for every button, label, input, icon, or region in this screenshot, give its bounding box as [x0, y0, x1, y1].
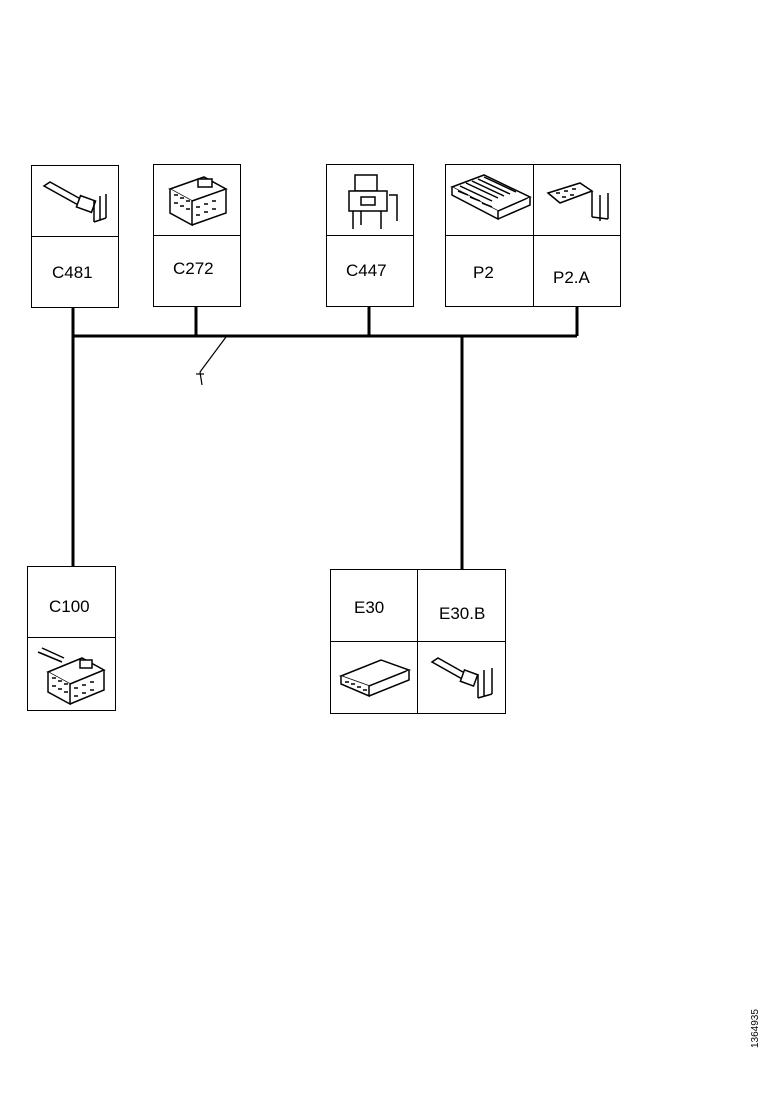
e30b-label-cell: E30.B	[418, 570, 505, 642]
e30-image-cell	[331, 642, 418, 713]
connector-e30b[interactable]: E30.B	[418, 570, 505, 713]
connector-clip-icon	[546, 182, 609, 221]
control-module-icon	[338, 659, 412, 698]
multi-pin-connector-icon	[168, 176, 228, 227]
p2-label: P2	[473, 263, 494, 282]
connector-p2-group[interactable]: P2 P2.A	[445, 164, 621, 307]
e30-label: E30	[354, 598, 385, 617]
connector-p2[interactable]: P2	[446, 165, 534, 306]
connector-p2a[interactable]: P2.A	[534, 165, 620, 306]
c100-image-cell	[28, 638, 115, 710]
bracket-connector-icon	[348, 174, 398, 229]
wire-callout	[196, 336, 227, 386]
e30-label-cell: E30	[331, 570, 418, 642]
e30b-label: E30.B	[439, 604, 486, 623]
p2a-image-cell	[534, 165, 620, 236]
figure-reference-number: 1364935	[750, 1009, 761, 1048]
connector-c447[interactable]: C447	[326, 164, 414, 307]
connector-e30-group[interactable]: E30 E30.B	[330, 569, 506, 714]
connector-c481[interactable]: C481	[31, 165, 119, 308]
c100-label-cell: C100	[28, 567, 115, 638]
e30b-image-cell	[418, 642, 505, 713]
connector-clip-icon	[42, 181, 107, 223]
c481-label: C481	[52, 263, 93, 282]
c100-label: C100	[49, 597, 90, 616]
c272-image-cell	[154, 165, 240, 236]
c272-label: C272	[173, 259, 214, 278]
connector-clip-icon	[430, 657, 493, 699]
p2-image-cell	[446, 165, 534, 236]
p2a-label: P2.A	[553, 268, 590, 287]
c447-label: C447	[346, 261, 387, 280]
connector-c100[interactable]: C100	[27, 566, 116, 711]
multi-pin-connector-icon	[37, 647, 106, 706]
junction-block-icon	[450, 174, 532, 221]
connector-e30[interactable]: E30	[331, 570, 418, 713]
c481-image-cell	[32, 166, 118, 237]
connector-c272[interactable]: C272	[153, 164, 241, 307]
c447-image-cell	[327, 165, 413, 236]
